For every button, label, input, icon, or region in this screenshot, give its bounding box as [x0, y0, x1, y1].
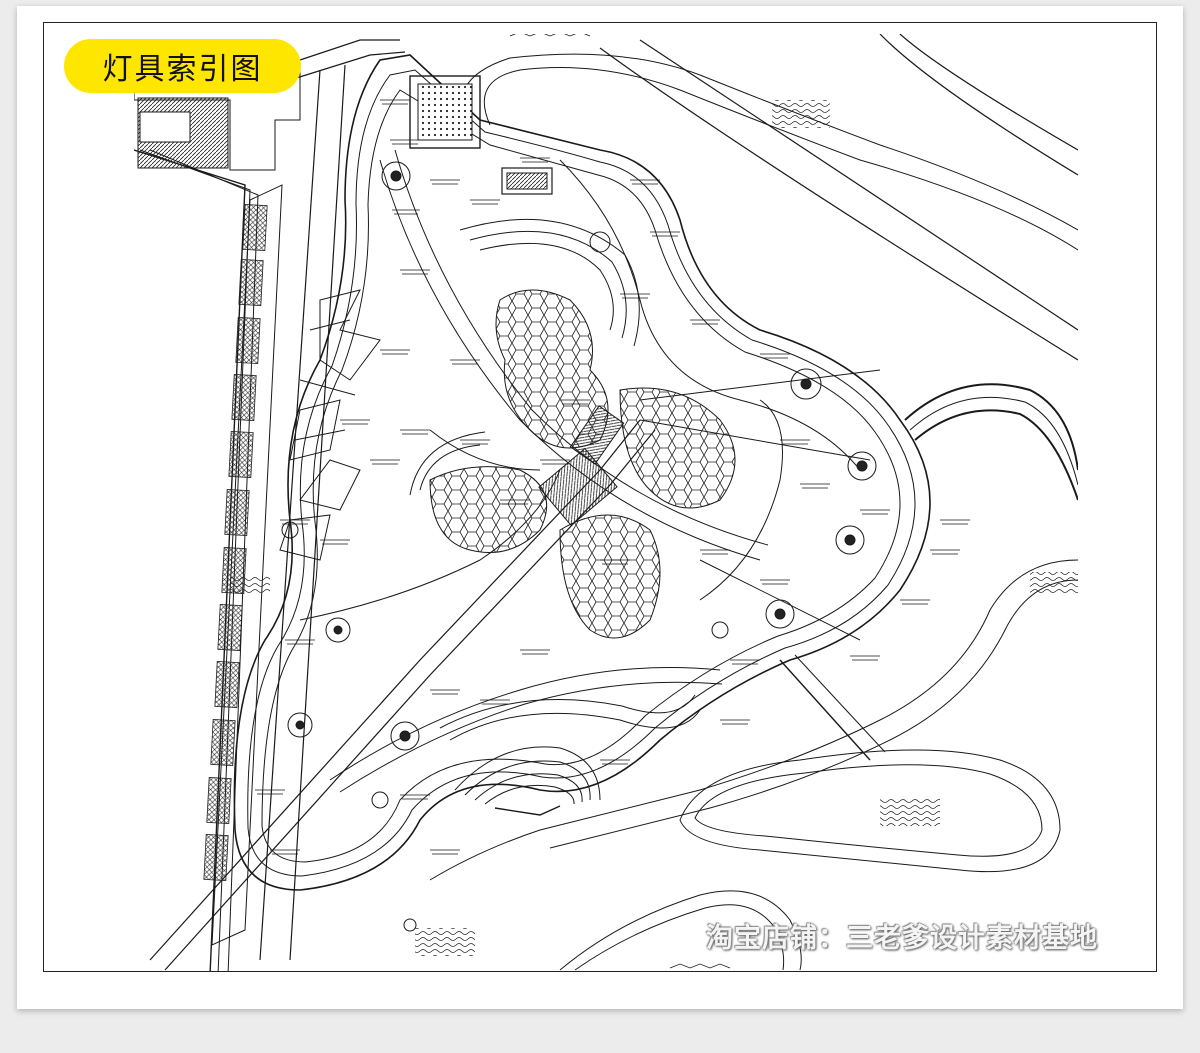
lamp-symbols	[281, 161, 877, 932]
amphitheatre	[439, 694, 701, 816]
parking-strip	[203, 184, 283, 946]
north-edge	[509, 34, 731, 969]
water-symbols	[230, 100, 1078, 956]
drawing-title: 灯具索引图	[102, 52, 263, 87]
drawing-title-badge: 灯具索引图	[64, 39, 301, 93]
bridge	[904, 383, 1078, 501]
shop-watermark: 淘宝店铺：三老爹设计素材基地	[706, 923, 1098, 954]
pavilion	[409, 75, 553, 195]
paved-gardens	[409, 218, 736, 639]
rock-garden	[279, 289, 381, 561]
annotation-marks	[255, 99, 970, 855]
park-boundary	[233, 54, 931, 891]
